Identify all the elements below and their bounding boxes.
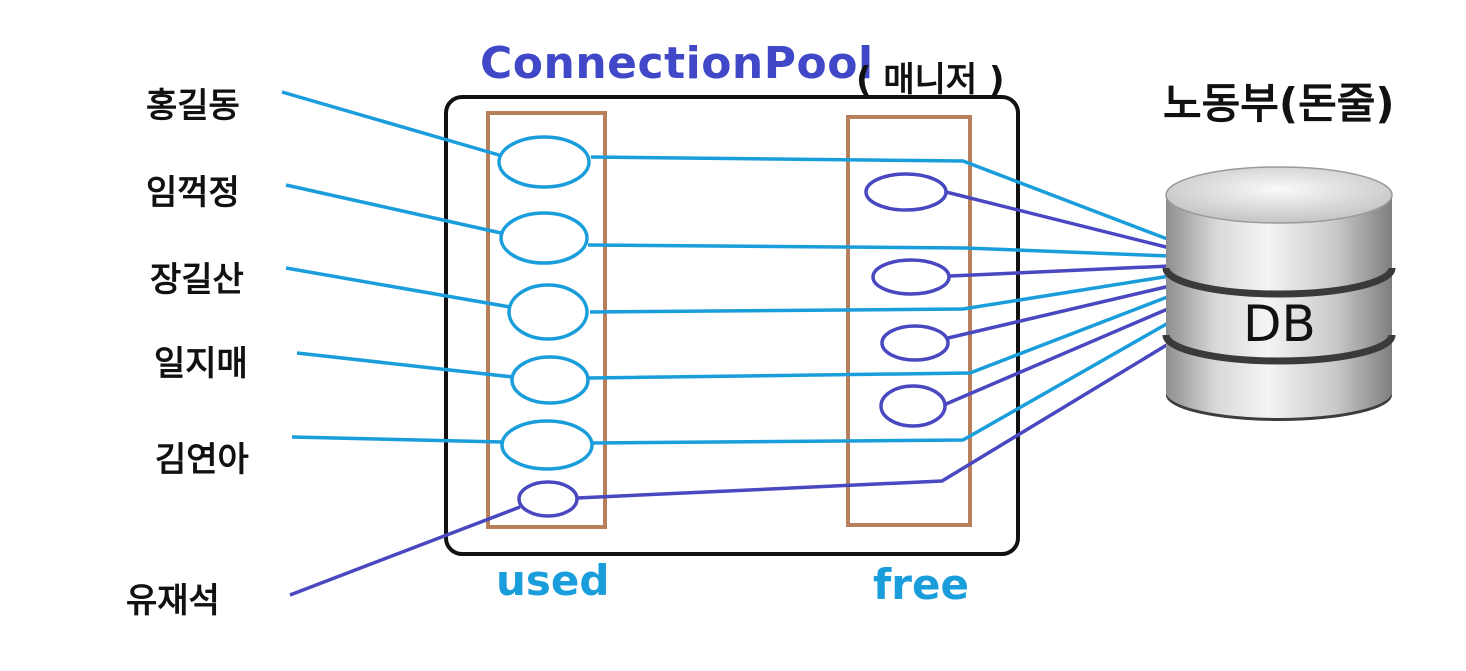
pool-title: ConnectionPool [480, 38, 874, 89]
used-connections [497, 135, 594, 471]
free-db-line [947, 284, 1171, 340]
user-line [296, 351, 514, 379]
user-lines [281, 90, 514, 444]
used-column [486, 111, 607, 529]
free-connection [871, 258, 951, 296]
used-to-db-lines [587, 155, 1171, 445]
db-label: DB [1243, 295, 1316, 353]
used-connection [507, 283, 589, 341]
pool-frame [444, 95, 1020, 556]
used-db-line [591, 320, 1171, 445]
free-connection [864, 172, 948, 212]
free-db-line [945, 306, 1171, 406]
pool-title-suffix: ( 매니저 ) [856, 60, 1005, 100]
user-label: 임꺽정 [146, 173, 240, 213]
user-label: 유재석 [126, 581, 220, 621]
free-connection [879, 384, 947, 428]
free-to-db-lines [945, 190, 1171, 406]
user-label: 일지매 [154, 344, 248, 384]
user-label: 장길산 [150, 260, 244, 300]
user-line [291, 435, 503, 444]
user-label: 김연아 [155, 440, 249, 480]
free-connection [880, 324, 950, 362]
user-line [285, 183, 502, 235]
user-line [285, 266, 511, 309]
user-line [281, 90, 500, 157]
free-column [846, 115, 972, 527]
used-db-line [576, 341, 1171, 500]
database-cylinder-icon [1162, 166, 1396, 421]
used-connection [500, 419, 594, 471]
used-db-line [590, 155, 1171, 242]
used-connection [499, 211, 589, 265]
used-connection [517, 480, 579, 518]
used-db-line [587, 243, 1171, 258]
free-connections [864, 172, 951, 428]
used-connection [510, 355, 590, 405]
free-db-line [945, 190, 1171, 250]
free-db-line [949, 264, 1171, 278]
user-label: 홍길동 [146, 86, 240, 126]
free-column-label: free [873, 560, 969, 609]
user-line [289, 505, 521, 597]
used-column-label: used [496, 556, 610, 605]
db-title: 노동부(돈줄) [1163, 79, 1395, 128]
used-connection [497, 135, 591, 189]
used-db-line [589, 274, 1171, 314]
used-db-line [588, 294, 1171, 380]
